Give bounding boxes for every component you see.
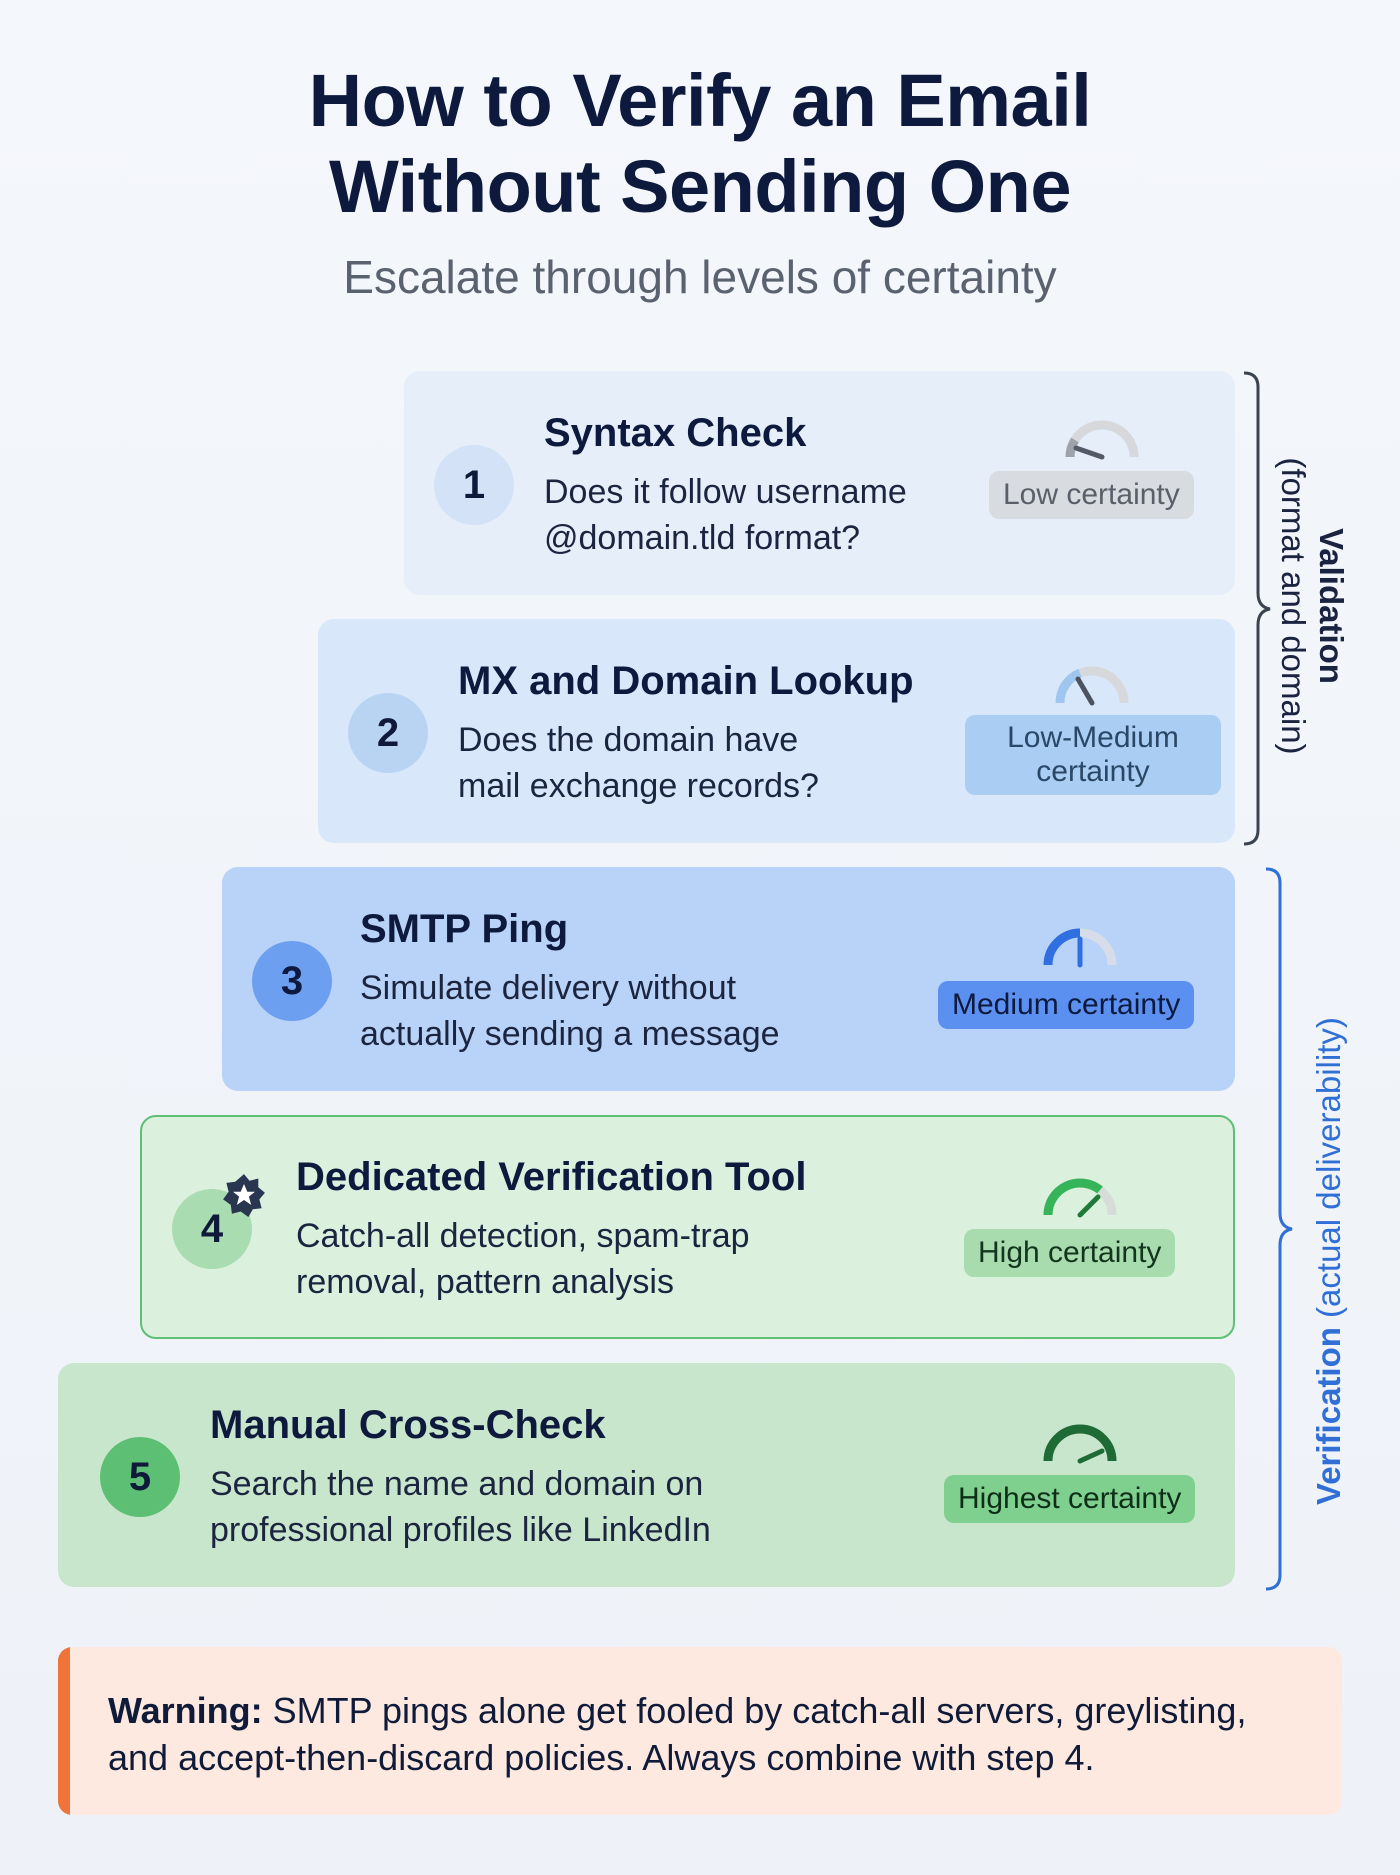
- step-number-5: 5: [100, 1437, 180, 1517]
- certainty-badge-5-label: Highest certainty: [958, 1482, 1182, 1515]
- page-title: How to Verify an Email Without Sending O…: [0, 58, 1400, 230]
- step-desc-2-line-1: Does the domain have: [458, 721, 799, 759]
- step-card-1: 1 Syntax Check Does it follow username @…: [404, 371, 1235, 595]
- validation-label-bold: Validation: [1313, 528, 1350, 684]
- step-card-5: 5 Manual Cross-Check Search the name and…: [58, 1363, 1235, 1587]
- certainty-badge-5: Highest certainty: [944, 1475, 1196, 1523]
- step-desc-1: Does it follow username @domain.tld form…: [544, 469, 1064, 561]
- step-title-3: SMTP Ping: [360, 907, 569, 951]
- certainty-badge-1: Low certainty: [989, 471, 1194, 519]
- warning-line-1-text: SMTP pings alone get fooled by catch-all…: [262, 1690, 1247, 1731]
- certainty-badge-4-label: High certainty: [978, 1236, 1162, 1269]
- step-desc-5-line-2: professional profiles like LinkedIn: [210, 1511, 711, 1549]
- title-line-1: How to Verify an Email: [308, 59, 1092, 142]
- step-title-1: Syntax Check: [544, 411, 807, 455]
- gauge-icon-2: [1055, 666, 1129, 706]
- step-card-4: 4 Dedicated Verification Tool Catch-all …: [140, 1115, 1235, 1339]
- step-desc-3: Simulate delivery without actually sendi…: [360, 965, 880, 1057]
- step-desc-4: Catch-all detection, spam-trap removal, …: [296, 1213, 816, 1305]
- warning-box: Warning: SMTP pings alone get fooled by …: [58, 1647, 1342, 1815]
- step-card-2: 2 MX and Domain Lookup Does the domain h…: [318, 619, 1235, 843]
- warning-accent-bar: [58, 1647, 70, 1815]
- step-desc-1-line-2: @domain.tld format?: [544, 519, 861, 557]
- certainty-badge-1-label: Low certainty: [1003, 478, 1180, 511]
- step-desc-3-line-1: Simulate delivery without: [360, 969, 737, 1007]
- step-desc-2: Does the domain have mail exchange recor…: [458, 717, 978, 809]
- gauge-icon-4: [1043, 1178, 1117, 1218]
- step-desc-2-line-2: mail exchange records?: [458, 767, 819, 805]
- verification-bracket: [1265, 867, 1293, 1591]
- step-title-5: Manual Cross-Check: [210, 1403, 606, 1447]
- step-desc-5-line-1: Search the name and domain on: [210, 1465, 704, 1503]
- certainty-badge-4: High certainty: [964, 1229, 1176, 1277]
- verification-label-bold: Verification: [1310, 1327, 1347, 1505]
- page-subtitle: Escalate through levels of certainty: [343, 251, 1057, 303]
- step-number-3: 3: [252, 941, 332, 1021]
- validation-bracket: [1243, 371, 1271, 846]
- gauge-icon-3: [1043, 928, 1117, 968]
- step-desc-4-line-2: removal, pattern analysis: [296, 1263, 674, 1301]
- step-title-4: Dedicated Verification Tool: [296, 1155, 807, 1199]
- step-card-3: 3 SMTP Ping Simulate delivery without ac…: [222, 867, 1235, 1091]
- certainty-badge-3: Medium certainty: [938, 981, 1195, 1029]
- verification-label: Verification (actual deliverability): [1310, 945, 1348, 1505]
- warning-text: Warning: SMTP pings alone get fooled by …: [108, 1687, 1328, 1781]
- warning-label: Warning:: [108, 1690, 263, 1731]
- title-line-2: Without Sending One: [328, 145, 1072, 228]
- step-desc-4-line-1: Catch-all detection, spam-trap: [296, 1217, 750, 1255]
- gauge-icon-1: [1065, 420, 1139, 460]
- validation-label: Validation (format and domain): [1274, 356, 1350, 856]
- step-number-1: 1: [434, 445, 514, 525]
- warning-line-2: and accept-then-discard policies. Always…: [108, 1737, 1095, 1778]
- certainty-badge-2-line-2: certainty: [1036, 755, 1150, 788]
- certainty-badge-2-line-1: Low-Medium: [1007, 721, 1179, 754]
- step-desc-1-line-1: Does it follow username: [544, 473, 907, 511]
- verification-label-rest: (actual deliverability): [1310, 1017, 1347, 1318]
- step-desc-3-line-2: actually sending a message: [360, 1015, 780, 1053]
- step-title-2: MX and Domain Lookup: [458, 659, 914, 703]
- certainty-badge-2: Low-Medium certainty: [965, 715, 1221, 795]
- certainty-badge-3-label: Medium certainty: [952, 988, 1181, 1021]
- step-desc-5: Search the name and domain on profession…: [210, 1461, 830, 1553]
- validation-label-rest: (format and domain): [1275, 457, 1312, 755]
- gauge-icon-5: [1043, 1424, 1117, 1464]
- badge-star-icon: [223, 1174, 265, 1217]
- warning-line-1: Warning: SMTP pings alone get fooled by …: [108, 1687, 1328, 1734]
- step-number-2: 2: [348, 693, 428, 773]
